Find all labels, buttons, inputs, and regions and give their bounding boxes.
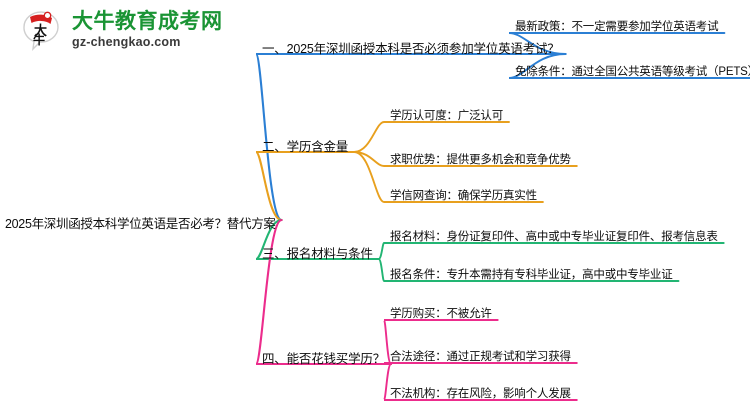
mindmap-leaf-3-1[interactable]: 报名材料：身份证复印件、高中或中专毕业证复印件、报考信息表 (390, 231, 718, 243)
mindmap-leaf-2-1[interactable]: 学历认可度：广泛认可 (390, 110, 503, 122)
svg-text:大: 大 (34, 23, 47, 38)
mindmap-leaf-2-3[interactable]: 学信网查询：确保学历真实性 (390, 190, 537, 202)
mindmap-leaf-1-2[interactable]: 免除条件：通过全国公共英语等级考试（PETS）三级及以上 (515, 66, 750, 78)
site-logo: 大 牛 大牛教育成考网 gz-chengkao.com (18, 8, 223, 52)
logo-mark-icon: 大 牛 (18, 8, 64, 52)
svg-text:牛: 牛 (33, 32, 45, 47)
mindmap-leaf-3-2[interactable]: 报名条件：专升本需持有专科毕业证，高中或中专毕业证 (390, 269, 673, 281)
mindmap-leaf-4-3[interactable]: 不法机构：存在风险，影响个人发展 (390, 388, 571, 400)
mindmap-root-node: 2025年深圳函授本科学位英语是否必考？替代方案 (5, 217, 276, 231)
mindmap-leaf-4-1[interactable]: 学历购买：不被允许 (390, 308, 492, 320)
connector-curve (353, 121, 510, 153)
connector-curve (377, 242, 725, 260)
mindmap-leaf-4-2[interactable]: 合法途径：通过正规考试和学习获得 (390, 351, 571, 363)
connector-curve (254, 150, 356, 222)
mindmap-leaf-2-2[interactable]: 求职优势：提供更多机会和竞争优势 (390, 154, 571, 166)
mindmap-topic-3[interactable]: 三、报名材料与条件 (262, 247, 373, 261)
logo-subtitle: gz-chengkao.com (72, 35, 181, 50)
mindmap-topic-1[interactable]: 一、2025年深圳函授本科是否必须参加学位英语考试？ (262, 42, 560, 56)
logo-title: 大牛教育成考网 (72, 10, 223, 34)
logo-text-block: 大牛教育成考网 gz-chengkao.com (72, 11, 223, 49)
connector-curve (254, 218, 393, 366)
mindmap-leaf-1-1[interactable]: 最新政策：不一定需要参加学位英语考试 (515, 21, 719, 33)
mindmap-topic-4[interactable]: 四、能否花钱买学历？ (262, 352, 386, 366)
mindmap-topic-2[interactable]: 二、学历含金量 (262, 140, 349, 154)
